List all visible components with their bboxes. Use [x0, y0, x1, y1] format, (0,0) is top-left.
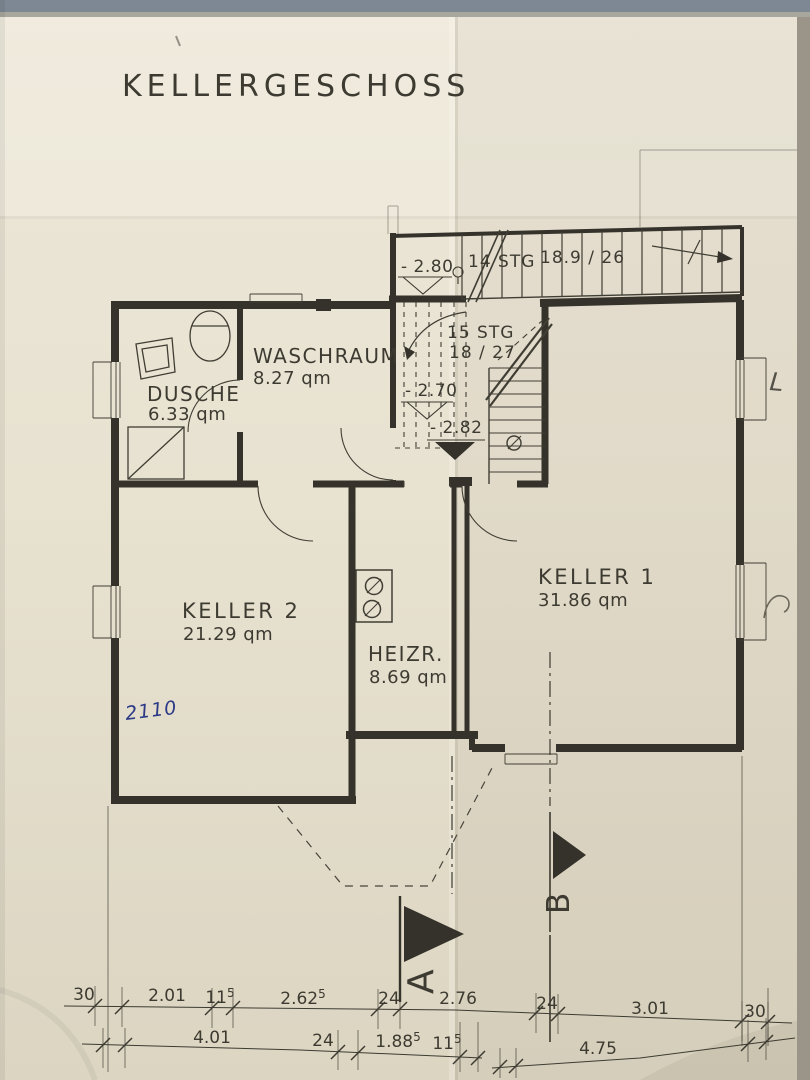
level-entry: - 2.80 [401, 257, 453, 277]
door-arcs [187, 379, 518, 542]
dim-line-row3 [491, 1037, 796, 1069]
room-area-waschraum: 8.27 qm [253, 368, 331, 389]
dim-row1-4: 24 [378, 989, 400, 1009]
terrace-dashed-outline [277, 767, 493, 887]
walk-line [407, 311, 467, 353]
stair-labels: 14 STG 18.9 / 26 15 STG 18 / 27 [447, 248, 625, 363]
window-right-2 [735, 562, 767, 641]
wall-chimney-block [316, 299, 331, 311]
section-markers [398, 652, 586, 1042]
walls [111, 294, 744, 804]
dim-row1-0: 30 [73, 985, 95, 1005]
door-arc-dusche [187, 379, 241, 433]
dim-line-row1 [63, 1005, 793, 1024]
dimension-lines [63, 756, 796, 1078]
door-arc-keller1 [461, 485, 518, 542]
fixtures [127, 310, 393, 623]
toilet-fixture [189, 310, 231, 362]
dim-row1-2: 115 [205, 986, 234, 1008]
handwritten-squiggle [763, 594, 790, 619]
section-triangle-a [404, 906, 464, 962]
window-bottom [504, 753, 558, 765]
handwritten-window-mark: L [768, 367, 784, 397]
window-left-1 [92, 361, 121, 419]
extension-lines [102, 756, 769, 1078]
room-label-keller2: KELLER 2 [182, 599, 300, 623]
level-markers [398, 266, 485, 460]
dim-row2-1: 24 [312, 1031, 334, 1051]
windows [92, 293, 767, 765]
stair-count-interior: 15 STG [447, 323, 514, 343]
door-arc-waschraum [340, 427, 394, 481]
faint-site-lines [387, 149, 808, 234]
stair-ratio-interior: 18 / 27 [449, 343, 516, 363]
chimney-shaft [451, 484, 470, 735]
section-triangle-b [553, 831, 586, 879]
door-arc-keller2 [257, 485, 314, 542]
walk-line-arrowhead [404, 346, 415, 360]
shower-fixture [127, 426, 185, 480]
level-marker-floor [427, 439, 485, 460]
section-letter-a: A [401, 969, 442, 994]
flue-symbols [355, 569, 393, 623]
dimension-labels-row1: 30 2.01 115 2.625 24 2.76 24 3.01 30 [73, 985, 766, 1022]
direction-arrow-line [651, 239, 721, 265]
dim-row2-2: 1.885 [375, 1030, 421, 1052]
stair-treads [461, 228, 723, 299]
room-area-keller2: 21.29 qm [183, 624, 273, 645]
dim-line-row2 [81, 1043, 483, 1059]
dim-row1-7: 3.01 [631, 999, 669, 1019]
dimension-labels-row3: 4.75 [579, 1039, 617, 1059]
level-marker-entry [398, 266, 464, 295]
interior-staircase [395, 302, 553, 484]
room-labels: WASCHRAUM 8.27 qm DUSCHE 6.33 qm KELLER … [147, 344, 656, 688]
room-label-dusche: DUSCHE [147, 382, 240, 406]
dimension-labels-row2: 4.01 24 1.885 115 [193, 1028, 462, 1054]
level-landing: - 2.70 [405, 381, 457, 401]
room-area-heizr: 8.69 qm [369, 667, 447, 688]
room-area-keller1: 31.86 qm [538, 590, 628, 611]
room-area-dusche: 6.33 qm [148, 404, 226, 425]
level-labels: - 2.80 - 2.70 - 2.82 [401, 257, 482, 438]
room-label-heizr: HEIZR. [368, 642, 444, 666]
window-top [249, 293, 303, 303]
exterior-staircase [389, 225, 744, 303]
stair-stringer [485, 317, 553, 407]
stair-ratio-exterior: 18.9 / 26 [540, 248, 625, 268]
level-marker-landing [401, 401, 453, 420]
dim-row1-5: 2.76 [439, 989, 477, 1009]
stair-post [506, 435, 522, 451]
room-label-waschraum: WASCHRAUM [253, 344, 399, 368]
direction-arrowhead [717, 251, 733, 263]
dim-row1-8: 30 [744, 1002, 766, 1022]
level-floor: - 2.82 [430, 418, 482, 438]
upper-flight-dashed [395, 302, 468, 449]
page-title: KELLERGESCHOSS [122, 69, 470, 104]
dim-row1-6: 24 [536, 994, 558, 1014]
section-letter-b: B [541, 893, 577, 914]
window-left-2 [92, 585, 121, 639]
chimney-cap [449, 477, 472, 486]
stair-count-exterior: 14 STG [468, 252, 535, 272]
window-right-1 [735, 357, 767, 421]
sink-fixture [135, 337, 176, 380]
dim-row1-3: 2.625 [280, 987, 326, 1009]
room-label-keller1: KELLER 1 [538, 565, 656, 589]
dim-row2-3: 115 [432, 1032, 461, 1054]
dim-row1-1: 2.01 [148, 986, 186, 1006]
dim-row3-0: 4.75 [579, 1039, 617, 1059]
break-line [467, 229, 509, 303]
dim-row2-0: 4.01 [193, 1028, 231, 1048]
lower-flight-treads [489, 367, 545, 473]
